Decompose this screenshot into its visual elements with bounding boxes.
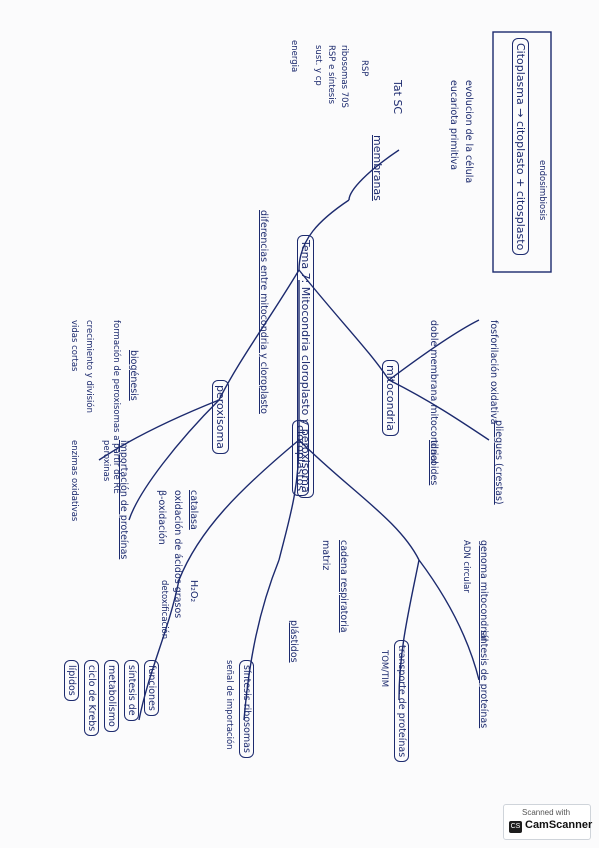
note-pliegues: pliegues (crestas) [493,420,504,505]
note-enzimas: enzimas oxidativas [69,440,79,522]
note-rsp: RSP [359,60,369,77]
note-peroxinas: peroxinas [101,440,111,482]
node-lista2: síntesis de [124,660,139,721]
note-cadena: cadena respiratoria [338,540,349,633]
note-oxid: oxidación de ácidos grasos [172,490,183,619]
badge-line1: Scanned with [522,808,571,817]
note-biogenesis: biogénesis [128,350,139,401]
note-h2o2: H₂O₂ [188,580,199,603]
note-ribo: ribosomas 70S [339,45,349,108]
node-lista5: lípidos [64,660,79,701]
node-peroxisoma: peroxisoma [212,380,229,454]
note-genoma: genoma mitocondrial [478,540,489,642]
note-crec: crecimiento y división [84,320,94,413]
note-catalasa: catalasa [188,490,199,530]
camscanner-logo-icon: CS [509,821,522,833]
note-evolucion: evolucion de la célula [463,80,474,184]
node-mitocondria: mitocondria [382,360,399,436]
note-cap: Tat SC [391,80,404,115]
connector-lines [98,31,552,721]
note-atp: fosforilación oxidativa [488,320,499,425]
note-adn: ADN circular [461,540,471,593]
note-tilacoides: tilacoides [428,440,439,486]
note-evolucion2: eucariota primitiva [448,80,459,171]
node-lista4: ciclo de Krebs [84,660,99,737]
node-lista1: funciones [144,660,159,716]
node-cloroplastos: cloroplastos [292,420,309,497]
note-importacion: importación de proteínas [118,440,129,560]
left-box-text: Citoplasma → citoplasto + citosplasto [512,38,529,256]
note-vidas: vidas cortas [69,320,79,372]
left-box-sub: endosimbiosis [537,160,547,221]
note-sub2: sust. y cp [313,45,323,86]
note-signal: señal de importación [224,660,234,750]
note-rspsub: RSP e síntesis [326,45,336,105]
mind-map-sheet: Citoplasma → citoplasto + citosplasto en… [54,20,599,790]
note-membranas: membranas [371,135,384,201]
note-sintesis-prot: síntesis de proteínas [478,630,489,729]
note-energia: energia [289,40,299,73]
note-diferencias: diferencias entre mitocondria y cloropla… [258,210,269,414]
camscanner-badge: Scanned with CS CamScanner [503,804,593,840]
note-plastidos: plástidos [288,620,299,663]
node-transporte: transporte de proteínas [394,640,409,763]
note-beta: β-oxidación [156,490,167,545]
badge-line2: CamScanner [525,819,593,831]
note-detox: detoxificación [159,580,169,640]
node-sin-rib: síntesis ribosomas [239,660,254,758]
note-matriz: matriz [320,540,331,571]
node-lista3: metabolismo [104,660,119,732]
note-tom-tim: TOM/TIM [379,650,389,688]
